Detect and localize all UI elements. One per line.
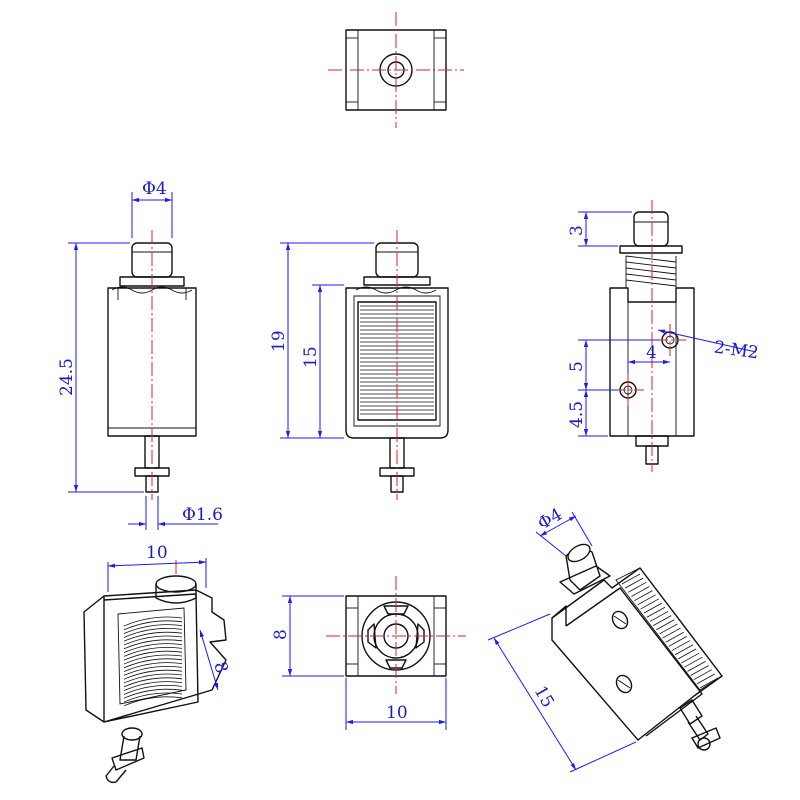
coil-section-dimensions: 19 15 — [269, 242, 374, 439]
dim-front-pin-dia: Φ4 — [142, 179, 167, 199]
dim-side-hole-spacing: 5 — [567, 361, 587, 372]
coil-winding-line — [123, 643, 183, 653]
coil-winding-line — [123, 654, 183, 665]
coil-winding-line — [696, 673, 716, 685]
coil-winding-line — [687, 661, 706, 672]
coil-winding-line — [643, 602, 663, 614]
coil-winding-line — [677, 648, 697, 660]
coil-winding-line — [690, 665, 709, 676]
coil-winding-line — [123, 616, 183, 627]
coil-winding-line — [123, 692, 183, 703]
coil-winding-line — [123, 688, 183, 699]
dim-side-hole-callout: 2-M2 — [713, 337, 760, 363]
coil-winding-line — [123, 620, 183, 631]
dim-front-total-length: 24.5 — [57, 358, 77, 396]
coil-winding-line — [621, 573, 641, 585]
isometric-view-right — [551, 543, 723, 751]
dim-iso2-pin-dia: Φ4 — [535, 505, 566, 535]
dim-side-hole-offset: 4 — [646, 343, 657, 363]
dim-mid-height-outer: 19 — [269, 330, 289, 352]
coil-winding-line — [640, 598, 659, 610]
coil-winding-line — [693, 669, 712, 681]
dim-side-top-len: 3 — [567, 225, 587, 236]
bottom-view-dimensions: 8 10 — [271, 595, 447, 730]
coil-winding-line — [681, 652, 700, 664]
coil-winding-line — [634, 590, 653, 601]
coil-winding-line — [665, 631, 684, 643]
coil-winding-line — [123, 650, 183, 661]
dim-iso-width: 10 — [146, 543, 168, 563]
coil-winding-line — [123, 673, 183, 684]
isometric-right-dimensions: Φ4 15 — [487, 505, 637, 773]
dim-iso2-length: 15 — [530, 683, 558, 712]
coil-winding-line — [123, 662, 183, 672]
coil-winding-line — [637, 594, 656, 606]
coil-winding-line — [674, 644, 694, 656]
coil-winding-line — [631, 586, 650, 597]
front-view — [107, 230, 197, 500]
coil-winding-line — [123, 696, 183, 707]
isometric-view-left — [83, 560, 227, 784]
top-view — [328, 12, 464, 128]
front-view-dimensions: Φ4 24.5 Φ1.6 — [57, 179, 223, 530]
coil-winding-line — [123, 647, 183, 657]
coil-winding-line — [123, 635, 183, 646]
isometric-left-dimensions: 10 8 — [107, 543, 232, 691]
coil-winding-line — [628, 581, 647, 593]
coil-winding-line — [123, 666, 183, 676]
coil-winding-line — [123, 631, 183, 642]
coil-winding-line — [624, 577, 644, 589]
coil-winding-line — [659, 623, 678, 635]
dim-mid-height-inner: 15 — [301, 346, 321, 368]
dim-side-bottom-offset: 4.5 — [567, 401, 587, 428]
coil-winding-line — [123, 685, 183, 695]
isometric-coil-windings — [123, 616, 183, 707]
coil-winding-line — [649, 611, 669, 622]
coil-winding-line — [684, 656, 703, 668]
coil-winding-line — [646, 606, 666, 618]
coil-winding-line — [123, 677, 183, 688]
coil-winding-line — [123, 639, 183, 650]
side-view-dimensions: 3 5 4.5 4 2-M2 — [567, 211, 760, 437]
coil-winding-line — [123, 681, 183, 691]
coil-winding-line — [668, 636, 687, 647]
dim-front-shaft-dia: Φ1.6 — [182, 505, 223, 525]
coil-winding-line — [123, 669, 183, 680]
dim-bottom-height: 8 — [271, 629, 291, 640]
coil-winding-line — [123, 658, 183, 669]
side-view — [609, 200, 695, 472]
isometric-right-coil-windings — [621, 573, 719, 689]
coil-winding-line — [662, 627, 681, 639]
coil-winding-line — [123, 628, 183, 638]
dim-bottom-width: 10 — [386, 703, 408, 723]
coil-winding-line — [671, 640, 691, 651]
coil-winding-line — [123, 624, 183, 634]
bottom-view — [326, 576, 466, 694]
coil-winding-line — [699, 677, 719, 689]
coil-winding-line — [653, 615, 672, 626]
coil-winding-line — [656, 619, 675, 631]
coil-section-view — [345, 230, 449, 500]
